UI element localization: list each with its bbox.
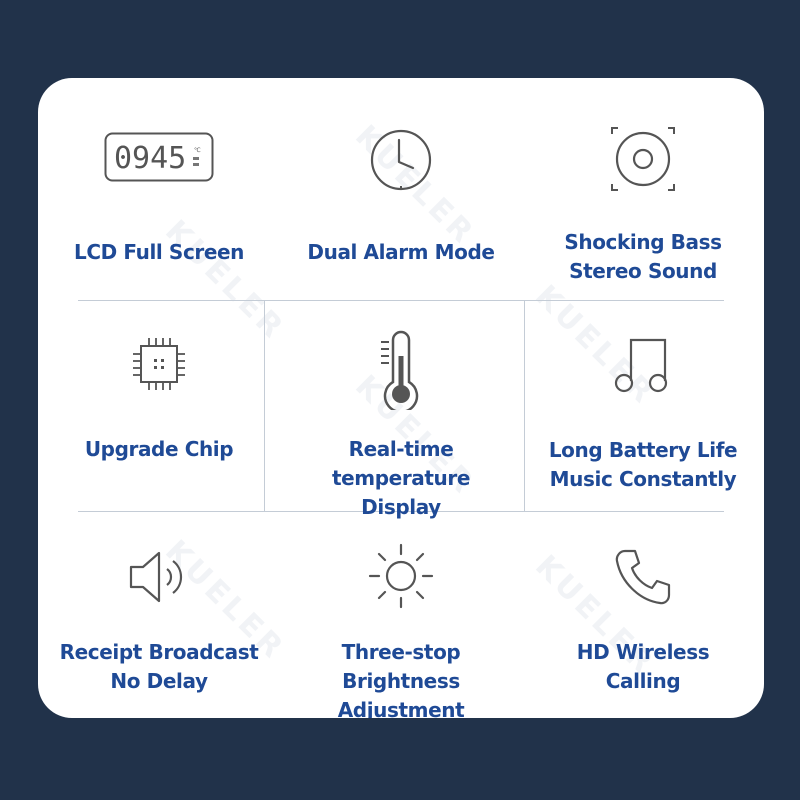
clock-icon (369, 128, 433, 196)
chip-icon (129, 334, 189, 398)
divider (524, 300, 525, 511)
speaker-disc-icon (610, 126, 676, 196)
lcd-display-icon: 0945 ℃ (104, 132, 214, 186)
feature-label: LCD Full Screen (73, 240, 245, 264)
divider (78, 300, 724, 301)
svg-text:℃: ℃ (194, 147, 201, 154)
feature-brightness: Three-stop Brightness Adjustment (280, 511, 522, 718)
feature-temperature: Real-time temperature Display (280, 300, 522, 519)
feature-label: Receipt Broadcast No Delay (59, 640, 259, 693)
lcd-digits: 0945 (114, 141, 186, 176)
divider (78, 511, 724, 512)
divider (264, 300, 265, 511)
feature-hd-calling: HD Wireless Calling (522, 511, 764, 718)
feature-label: Three-stop Brightness Adjustment (337, 640, 465, 718)
feature-lcd-full-screen: 0945 ℃ LCD Full Screen (38, 78, 280, 300)
feature-bass-sound: Shocking Bass Stereo Sound (522, 78, 764, 300)
feature-label: HD Wireless Calling (576, 640, 710, 693)
sun-brightness-icon (366, 541, 436, 615)
feature-label: Long Battery Life Music Constantly (548, 438, 738, 491)
feature-dual-alarm: Dual Alarm Mode (280, 78, 522, 300)
feature-label: Real-time temperature Display (331, 437, 471, 519)
feature-card: KUELER KUELER KUELER KUELER KUELER KUELE… (38, 78, 764, 718)
thermometer-icon (376, 328, 426, 414)
feature-label: Shocking Bass Stereo Sound (564, 230, 722, 283)
feature-battery-music: Long Battery Life Music Constantly (522, 300, 764, 511)
feature-upgrade-chip: Upgrade Chip (38, 300, 280, 511)
feature-receipt-broadcast: Receipt Broadcast No Delay (38, 511, 280, 718)
phone-icon (613, 547, 673, 611)
feature-label: Dual Alarm Mode (307, 240, 495, 264)
music-note-icon (613, 334, 673, 398)
feature-label: Upgrade Chip (84, 437, 234, 461)
speaker-volume-icon (127, 547, 191, 611)
